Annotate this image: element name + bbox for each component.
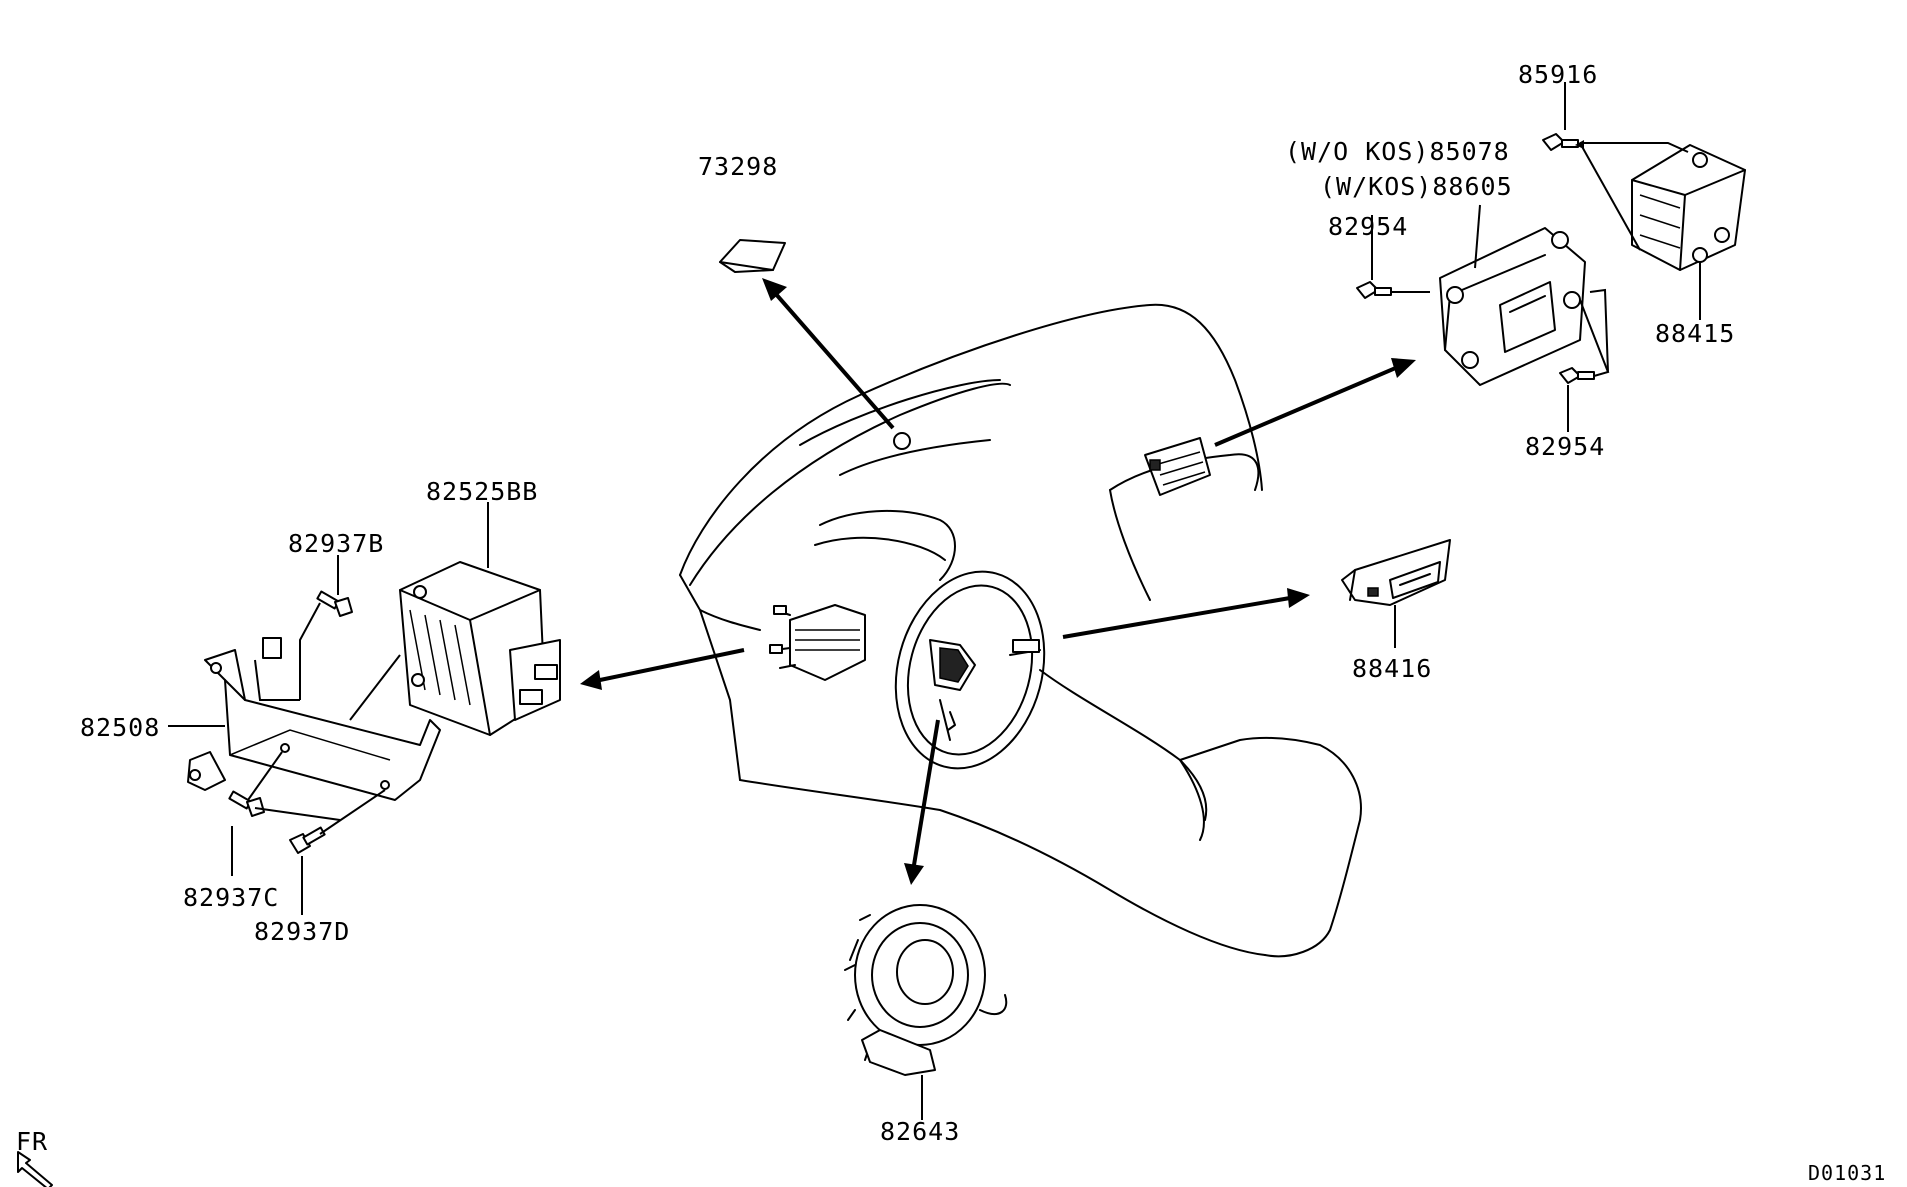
label-82954-top: 82954 xyxy=(1328,212,1408,241)
label-82954-bottom: 82954 xyxy=(1525,432,1605,461)
label-73298: 73298 xyxy=(698,152,778,181)
label-82937C: 82937C xyxy=(183,883,279,912)
part-82508-bracket xyxy=(187,637,441,801)
label-88605: (W/KOS)88605 xyxy=(1320,172,1513,201)
screw-85916 xyxy=(1542,133,1579,151)
part-85078-88605-module xyxy=(1439,227,1586,386)
label-82937D: 82937D xyxy=(254,917,350,946)
label-82937B: 82937B xyxy=(288,529,384,558)
bolt-82937C xyxy=(228,790,265,817)
label-82525BB: 82525BB xyxy=(426,477,538,506)
leader-lines xyxy=(168,82,1701,1120)
drawing-id: D01031 xyxy=(1808,1161,1886,1185)
pointer-arrows xyxy=(580,278,1416,885)
direction-label: FR xyxy=(16,1127,48,1156)
column-switch-assembly xyxy=(769,604,866,681)
screw-82954-bottom xyxy=(1559,367,1595,384)
bolt-82937D xyxy=(289,826,326,854)
steering-wheel xyxy=(894,570,1046,770)
label-82643: 82643 xyxy=(880,1117,960,1146)
in-dash-module xyxy=(1144,437,1211,496)
label-82508: 82508 xyxy=(80,713,160,742)
bolt-82937B xyxy=(316,590,353,617)
label-88415: 88415 xyxy=(1655,319,1735,348)
dashboard-outline xyxy=(679,303,1362,958)
part-labels: 73298 85916 (W/O KOS)85078 (W/KOS)88605 … xyxy=(16,60,1886,1185)
label-85916: 85916 xyxy=(1518,60,1598,89)
label-85078: (W/O KOS)85078 xyxy=(1285,137,1510,166)
part-82525BB-ecu xyxy=(399,561,561,736)
label-88416: 88416 xyxy=(1352,654,1432,683)
part-73298-cap xyxy=(719,239,786,273)
part-88415-module xyxy=(1631,144,1746,271)
part-82643-clock-spring xyxy=(844,904,1008,1076)
front-direction-arrow-icon xyxy=(17,1151,53,1187)
screw-82954-top xyxy=(1356,281,1430,299)
part-88416-switch xyxy=(1341,539,1451,606)
